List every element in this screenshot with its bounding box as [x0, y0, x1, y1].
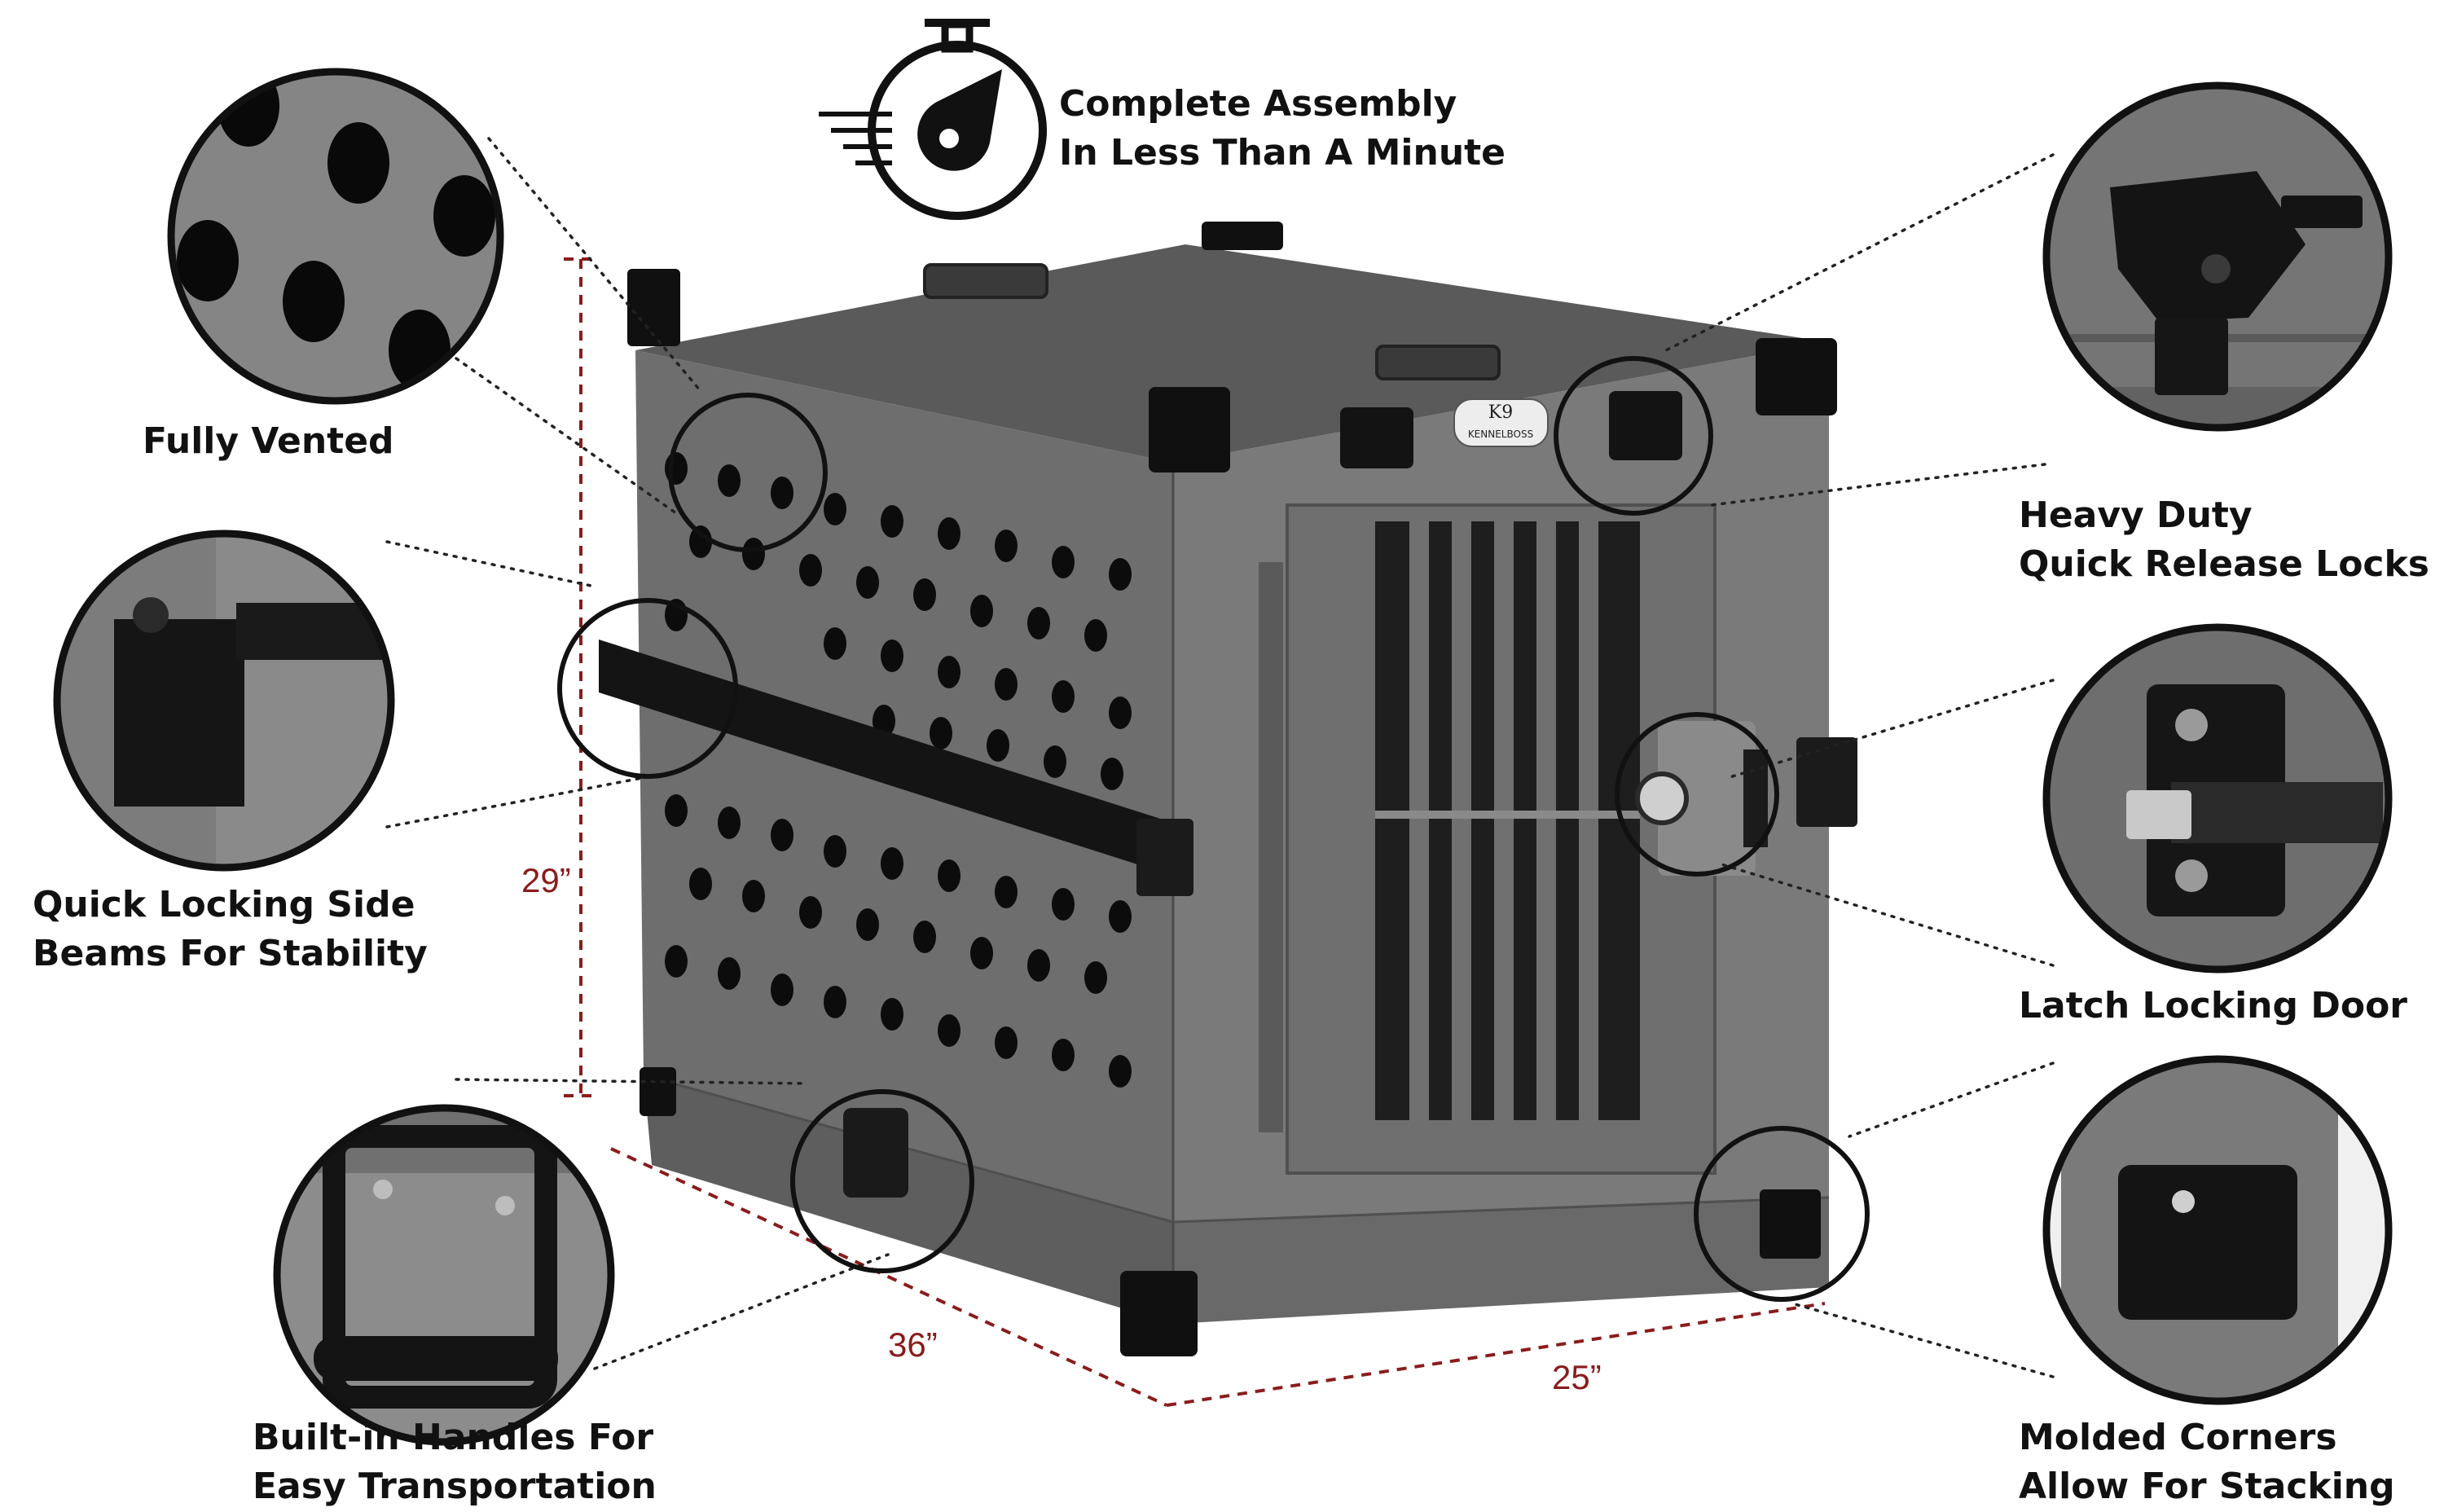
detail-quick-release-lock: [2042, 81, 2393, 432]
side-locking-beam: [599, 640, 1173, 876]
dimension-height: 29”: [521, 861, 571, 899]
side-latch: [1796, 737, 1857, 827]
label-line: Allow For Stacking: [2019, 1466, 2395, 1507]
door-bars: [1409, 521, 1598, 1120]
base-handle: [843, 1108, 908, 1198]
label-built-in-handles: Built-in Handles For Easy Transportation: [253, 1413, 657, 1511]
label-line: Easy Transportation: [253, 1466, 657, 1507]
label-complete-assembly: Complete Assembly In Less Than A Minute: [1059, 80, 1506, 178]
dimension-lines: [564, 257, 1826, 1407]
kennel-crate: K9 KENNELBOSS: [599, 222, 1857, 1356]
label-line: Heavy Duty: [2019, 494, 2253, 536]
label-molded-corners: Molded Corners Allow For Stacking: [2019, 1413, 2395, 1511]
label-quick-locking-beams: Quick Locking Side Beams For Stability: [33, 881, 428, 978]
svg-text:KENNELBOSS: KENNELBOSS: [1468, 429, 1533, 440]
stopwatch-icon: [819, 19, 1047, 220]
brand-badge: K9 KENNELBOSS: [1453, 398, 1549, 447]
door-latch-plate: [1658, 721, 1756, 876]
highlight-circles: [557, 356, 1870, 1302]
door-hinge: [1259, 562, 1283, 1132]
crate-base: [644, 1075, 1173, 1324]
quick-release-lock: [1340, 407, 1413, 468]
top-handle: [1375, 345, 1501, 380]
detail-handle: [273, 1104, 615, 1446]
label-latch-locking-door: Latch Locking Door: [2019, 982, 2407, 1031]
detail-side-beam: [53, 530, 395, 872]
label-line: Built-in Handles For: [253, 1417, 654, 1458]
label-fully-vented: Fully Vented: [143, 417, 394, 466]
door-latch-knob: [1635, 771, 1689, 825]
detail-latch-lock: [2042, 623, 2393, 974]
label-line: Beams For Stability: [33, 933, 428, 974]
detail-molded-corner: [2042, 1055, 2393, 1405]
beam-latch: [1136, 819, 1193, 896]
label-line: Latch Locking Door: [2019, 985, 2407, 1026]
side-vent-holes: [665, 452, 1132, 1088]
label-line: Fully Vented: [143, 420, 394, 462]
dimension-length: 36”: [888, 1325, 938, 1364]
svg-text:K9: K9: [1488, 402, 1513, 423]
label-line: In Less Than A Minute: [1059, 132, 1506, 174]
molded-corners: [627, 222, 1837, 1356]
label-line: Molded Corners: [2019, 1417, 2337, 1458]
label-line: Complete Assembly: [1059, 83, 1457, 125]
top-handle: [923, 263, 1048, 299]
label-line: Quick Release Locks: [2019, 543, 2429, 585]
leader-lines: [385, 137, 2055, 1378]
crate-base-front: [1173, 1198, 1829, 1324]
label-line: Quick Locking Side: [33, 884, 415, 925]
label-heavy-duty-locks: Heavy Duty Quick Release Locks: [2019, 491, 2429, 589]
dimension-width: 25”: [1552, 1358, 1602, 1396]
quick-release-lock: [1609, 391, 1682, 460]
detail-vents: [167, 68, 504, 405]
